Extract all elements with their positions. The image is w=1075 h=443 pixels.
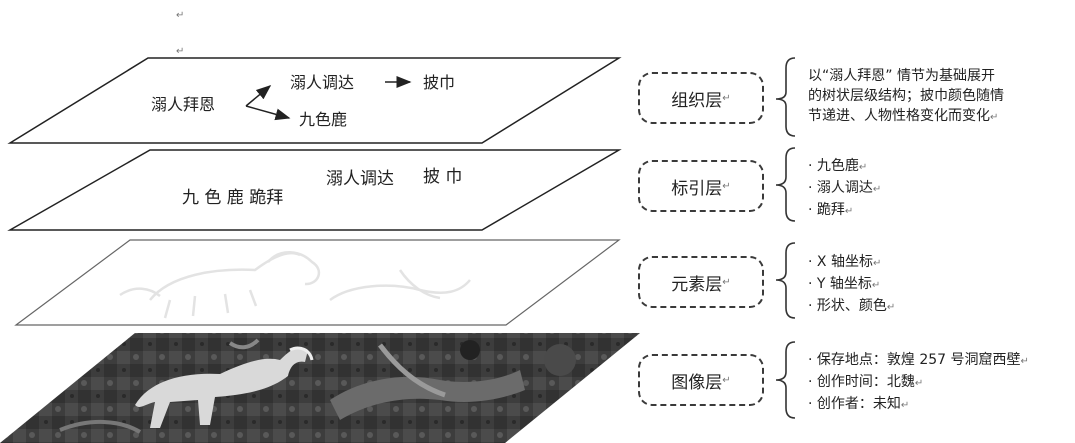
- description-line: · 保存地点：敦煌 257 号洞窟西壁↵: [808, 352, 1029, 368]
- tree-next-label: 披巾: [423, 73, 455, 92]
- branch-arrow-down: [245, 105, 291, 121]
- index-term-scarf: 披 巾: [423, 167, 462, 187]
- description-line: · 九色鹿↵: [808, 158, 868, 174]
- mural-image-layer: [0, 333, 640, 443]
- tree-branch-bottom-label: 九色鹿: [299, 110, 347, 129]
- description-line: 以“溺人拜恩” 情节为基础展开: [808, 68, 995, 84]
- index-layer-box: 标引层↵: [638, 160, 764, 212]
- index-layer-plane: [7, 149, 622, 231]
- index-term-tiaoda: 溺人调达: [326, 169, 394, 189]
- element-layer-plane: [14, 239, 621, 326]
- description-line: · 溺人调达↵: [808, 180, 882, 196]
- organization-layer-plane: [7, 57, 622, 144]
- description-line: 节递进、人物性格变化而变化↵: [808, 108, 999, 124]
- brace-index: [775, 147, 796, 222]
- index-layer-label: 标引层: [671, 178, 723, 199]
- tree-branch-top-label: 溺人调达: [290, 73, 354, 92]
- organization-description: 以“溺人拜恩” 情节为基础展开 的树状层级结构；披巾颜色随情 节递进、人物性格变…: [808, 66, 1004, 128]
- image-layer-box: 图像层↵: [638, 354, 764, 406]
- faint-contour-figures: [119, 251, 471, 319]
- index-term-deer: 九 色 鹿 跪拜: [182, 188, 283, 208]
- tree-root-label: 溺人拜恩: [151, 95, 215, 114]
- image-description: · 保存地点：敦煌 257 号洞窟西壁↵ · 创作时间：北魏↵ · 创作者：未知…: [808, 350, 1029, 416]
- element-layer-label: 元素层: [671, 274, 723, 295]
- description-line: · 跪拜↵: [808, 202, 854, 218]
- description-line: · Y 轴坐标↵: [808, 276, 881, 292]
- stray-return-mark: ↵: [176, 46, 184, 57]
- description-line: · 创作者：未知↵: [808, 396, 910, 412]
- description-line: 的树状层级结构；披巾颜色随情: [808, 88, 1004, 104]
- index-description: · 九色鹿↵ · 溺人调达↵ · 跪拜↵: [808, 156, 881, 222]
- description-line: · 创作时间：北魏↵: [808, 374, 924, 390]
- description-line: · 形状、颜色↵: [808, 298, 896, 314]
- image-layer-label: 图像层: [671, 372, 723, 393]
- organization-layer-label: 组织层: [671, 90, 723, 111]
- brace-organization: [775, 57, 796, 137]
- element-layer-box: 元素层↵: [638, 256, 764, 308]
- organization-layer-box: 组织层↵: [638, 72, 764, 124]
- branch-arrow-up: [245, 85, 272, 107]
- description-line: · X 轴坐标↵: [808, 254, 882, 270]
- brace-image: [775, 341, 796, 419]
- stray-return-mark: ↵: [176, 10, 184, 21]
- brace-element: [775, 242, 796, 319]
- element-description: · X 轴坐标↵ · Y 轴坐标↵ · 形状、颜色↵: [808, 252, 895, 318]
